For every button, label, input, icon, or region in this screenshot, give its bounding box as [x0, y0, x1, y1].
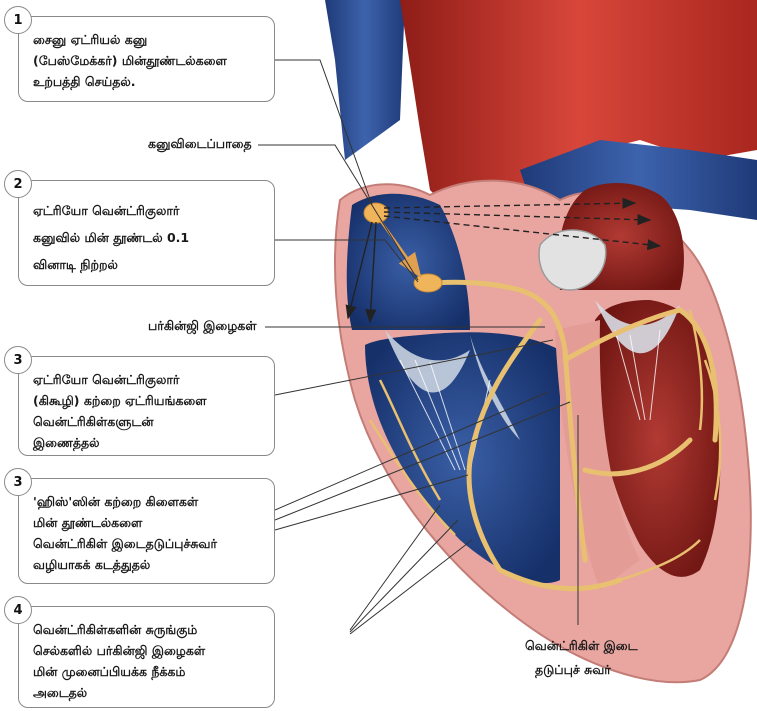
step-4-badge: 4 [4, 596, 32, 624]
purkinje-fibers-label: பர்கின்ஜி இழைகள் [148, 318, 257, 335]
step-3b-line-2: மின் தூண்டல்களை [33, 512, 264, 533]
step-1-box: சைனு ஏட்ரியல் கனு (பேஸ்மேக்கர்) மின்தூண்… [18, 16, 275, 102]
step-3a-badge: 3 [4, 346, 32, 374]
step-3a-line-2: (கிகூழி) கற்றை ஏட்ரியங்களை [33, 390, 264, 411]
internodal-pathway-label: கனுவிடைப்பாதை [148, 136, 252, 153]
step-2-box: ஏட்ரியோ வென்ட்ரிகுலார் கனுவில் மின் தூண்… [18, 180, 275, 286]
step-1-line-3: உற்பத்தி செய்தல். [33, 71, 264, 92]
step-3b-line-4: வழியாகக் கடத்துதல் [33, 554, 264, 575]
step-1-badge: 1 [4, 6, 32, 34]
step-3a-line-1: ஏட்ரியோ வென்ட்ரிகுலார் [33, 369, 264, 390]
step-2-line-1: ஏட்ரியோ வென்ட்ரிகுலார் [33, 197, 264, 224]
av-node [414, 274, 442, 292]
step-2-line-2: கனுவில் மின் தூண்டல் 0.1 [33, 224, 264, 251]
step-2-badge: 2 [4, 170, 32, 198]
septum-label-line-1: வென்ட்ரிகிள் இடை [525, 638, 638, 655]
superior-vena-cava [325, 0, 405, 160]
step-3b-badge: 3 [4, 468, 32, 496]
septum-label-line-2: தடுப்புச் சுவர் [535, 662, 611, 679]
step-4-box: வென்ட்ரிகிள்களின் சுருங்கும் செல்களில் ப… [18, 606, 275, 708]
step-1-line-2: (பேஸ்மேக்கர்) மின்தூண்டல்களை [33, 50, 264, 71]
step-4-line-4: அடைதல் [33, 682, 264, 703]
step-1-line-1: சைனு ஏட்ரியல் கனு [33, 29, 264, 50]
step-4-line-1: வென்ட்ரிகிள்களின் சுருங்கும் [33, 619, 264, 640]
step-3a-box: ஏட்ரியோ வென்ட்ரிகுலார் (கிகூழி) கற்றை ஏட… [18, 356, 275, 456]
step-3b-line-3: வென்ட்ரிகிள் இடைதடுப்புச்சுவர் [33, 533, 264, 554]
step-2-line-3: வினாடி நிற்றல் [33, 251, 264, 278]
step-3b-line-1: 'ஹிஸ்'ஸின் கற்றை கிளைகள் [33, 491, 264, 512]
step-4-line-3: மின் முனைப்பியக்க நீக்கம் [33, 661, 264, 682]
step-4-line-2: செல்களில் பர்கின்ஜி இழைகள் [33, 640, 264, 661]
step-3a-line-3: வென்ட்ரிகிள்களுடன் [33, 411, 264, 432]
sa-node [364, 203, 388, 223]
step-3b-box: 'ஹிஸ்'ஸின் கற்றை கிளைகள் மின் தூண்டல்களை… [18, 478, 275, 584]
step-3a-line-4: இணைத்தல் [33, 432, 264, 453]
